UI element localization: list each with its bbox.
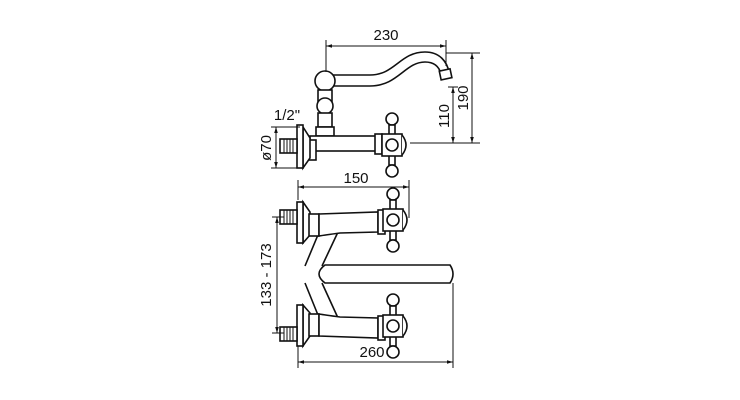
dim-flange-diameter: ø70 <box>258 135 275 161</box>
dim-spout-reach: 230 <box>373 27 398 44</box>
cross-handle-icon <box>381 112 407 178</box>
spout-top <box>318 264 454 284</box>
spout-side <box>332 51 450 87</box>
dim-spout-length: 260 <box>359 344 384 361</box>
dim-thread-size: 1/2" <box>274 107 300 124</box>
side-view: 230 190 110 1/2" ø70 <box>258 27 480 178</box>
cross-handle-icon <box>382 293 408 359</box>
lower-flange <box>296 304 304 347</box>
cross-handle-icon <box>382 187 408 253</box>
dim-spout-height: 110 <box>436 104 453 128</box>
dim-total-height: 190 <box>455 85 472 110</box>
dim-inlet-spacing: 133 - 173 <box>258 243 275 306</box>
top-view: 150 133 - 173 260 <box>258 170 454 368</box>
aerator <box>438 67 453 81</box>
dim-projection: 150 <box>343 170 368 187</box>
wall-flange <box>296 124 304 169</box>
upper-flange <box>296 201 304 244</box>
body-side <box>309 135 383 152</box>
